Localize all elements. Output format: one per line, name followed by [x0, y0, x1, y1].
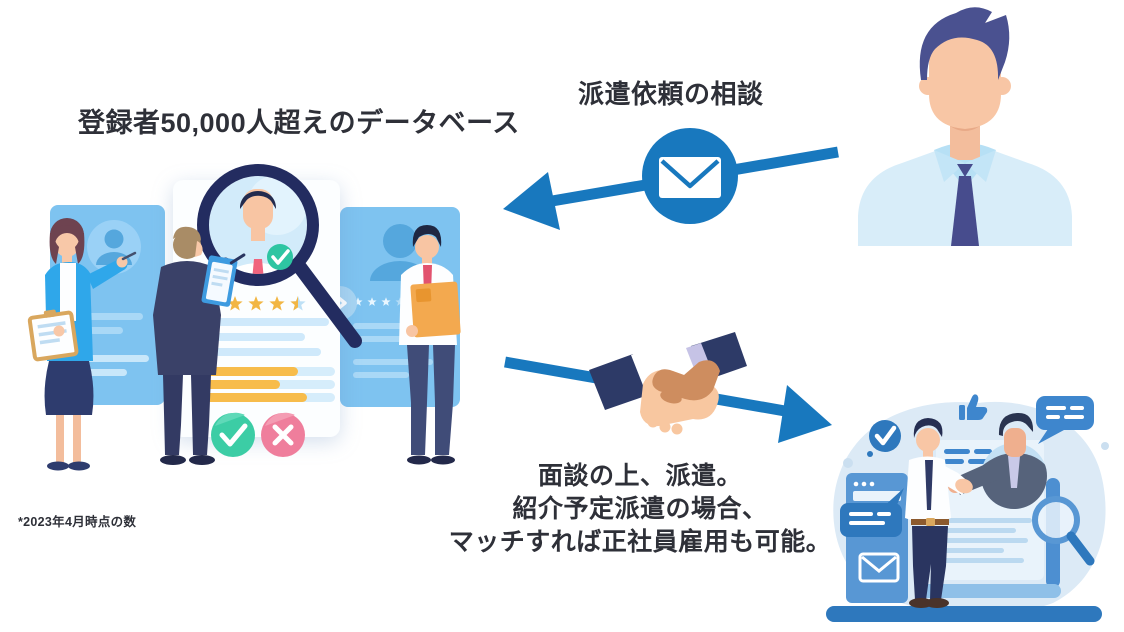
dispatch-note: 面談の上、派遣。 紹介予定派遣の場合、 マッチすれば正社員雇用も可能。 [420, 460, 860, 559]
reject-x-icon [261, 412, 305, 457]
dispatch-note-line2: 紹介予定派遣の場合、 [512, 495, 768, 523]
businessman-avatar-illustration [858, 7, 1072, 246]
chat-bubble-right-icon [1036, 396, 1094, 444]
approve-check-icon [211, 412, 255, 457]
recruiter-woman [27, 218, 137, 471]
clipboard-icon [27, 309, 79, 362]
database-footnote: *2023年4月時点の数 [18, 515, 137, 529]
chat-bubble-left-icon [840, 488, 904, 537]
hired-candidate [948, 412, 1047, 509]
agent-man [905, 418, 973, 608]
database-title: 登録者50,000人超えのデータベース [78, 108, 520, 138]
mail-outline-icon [858, 552, 900, 583]
recruiter-man [153, 226, 246, 465]
employment-agreement-illustration [826, 394, 1109, 622]
handshake-icon [589, 332, 747, 435]
dispatch-note-line1: 面談の上、派遣。 [537, 462, 742, 490]
candidate-man [399, 225, 461, 465]
folder-icon [410, 281, 461, 338]
search-magnifier-icon [1032, 496, 1095, 566]
thumbs-up-icon [959, 394, 988, 420]
browser-window [846, 473, 908, 603]
laptop-base [916, 584, 1061, 598]
dispatch-note-line3: マッチすれば正社員雇用も可能。 [448, 528, 832, 556]
magnifier-icon [197, 164, 362, 348]
check-badge-icon [867, 420, 901, 457]
floor-platform [826, 606, 1102, 622]
clipboard-blue-icon [201, 253, 246, 307]
candidate-database-illustration [27, 164, 461, 471]
verified-check-icon [267, 244, 293, 270]
consult-request-label: 派遣依頼の相談 [578, 79, 764, 109]
skill-bars [202, 367, 335, 402]
email-icon [642, 128, 738, 224]
